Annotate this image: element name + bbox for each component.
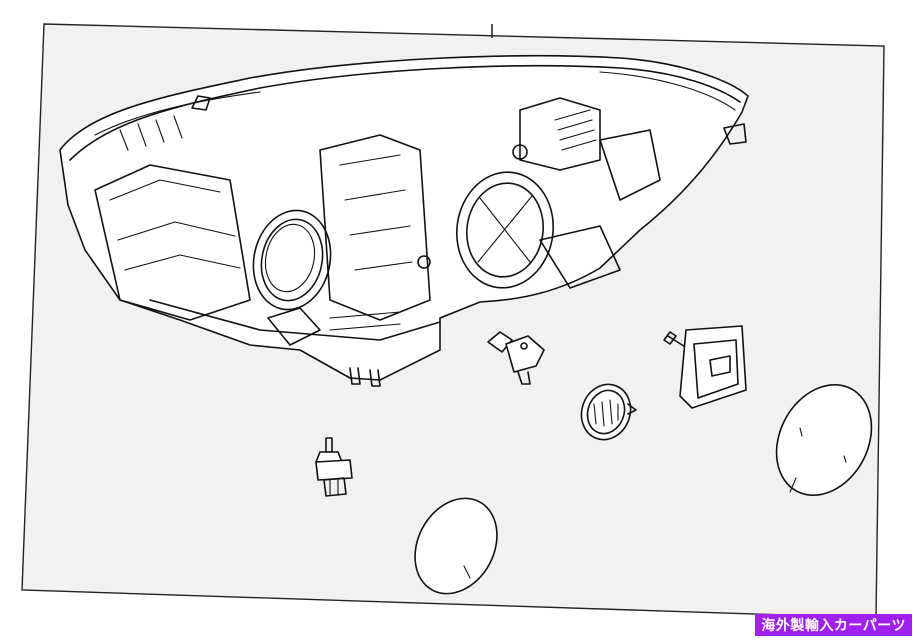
bulb-cap-round <box>580 383 637 441</box>
dust-cover-small <box>414 497 498 595</box>
watermark-badge: 海外製輸入カーパーツ <box>755 614 912 636</box>
ballast-module <box>663 325 747 409</box>
headlamp-assembly <box>59 54 749 387</box>
dust-cover-large <box>775 383 873 497</box>
wiring-connector <box>487 331 545 385</box>
bulb-socket <box>315 437 353 497</box>
